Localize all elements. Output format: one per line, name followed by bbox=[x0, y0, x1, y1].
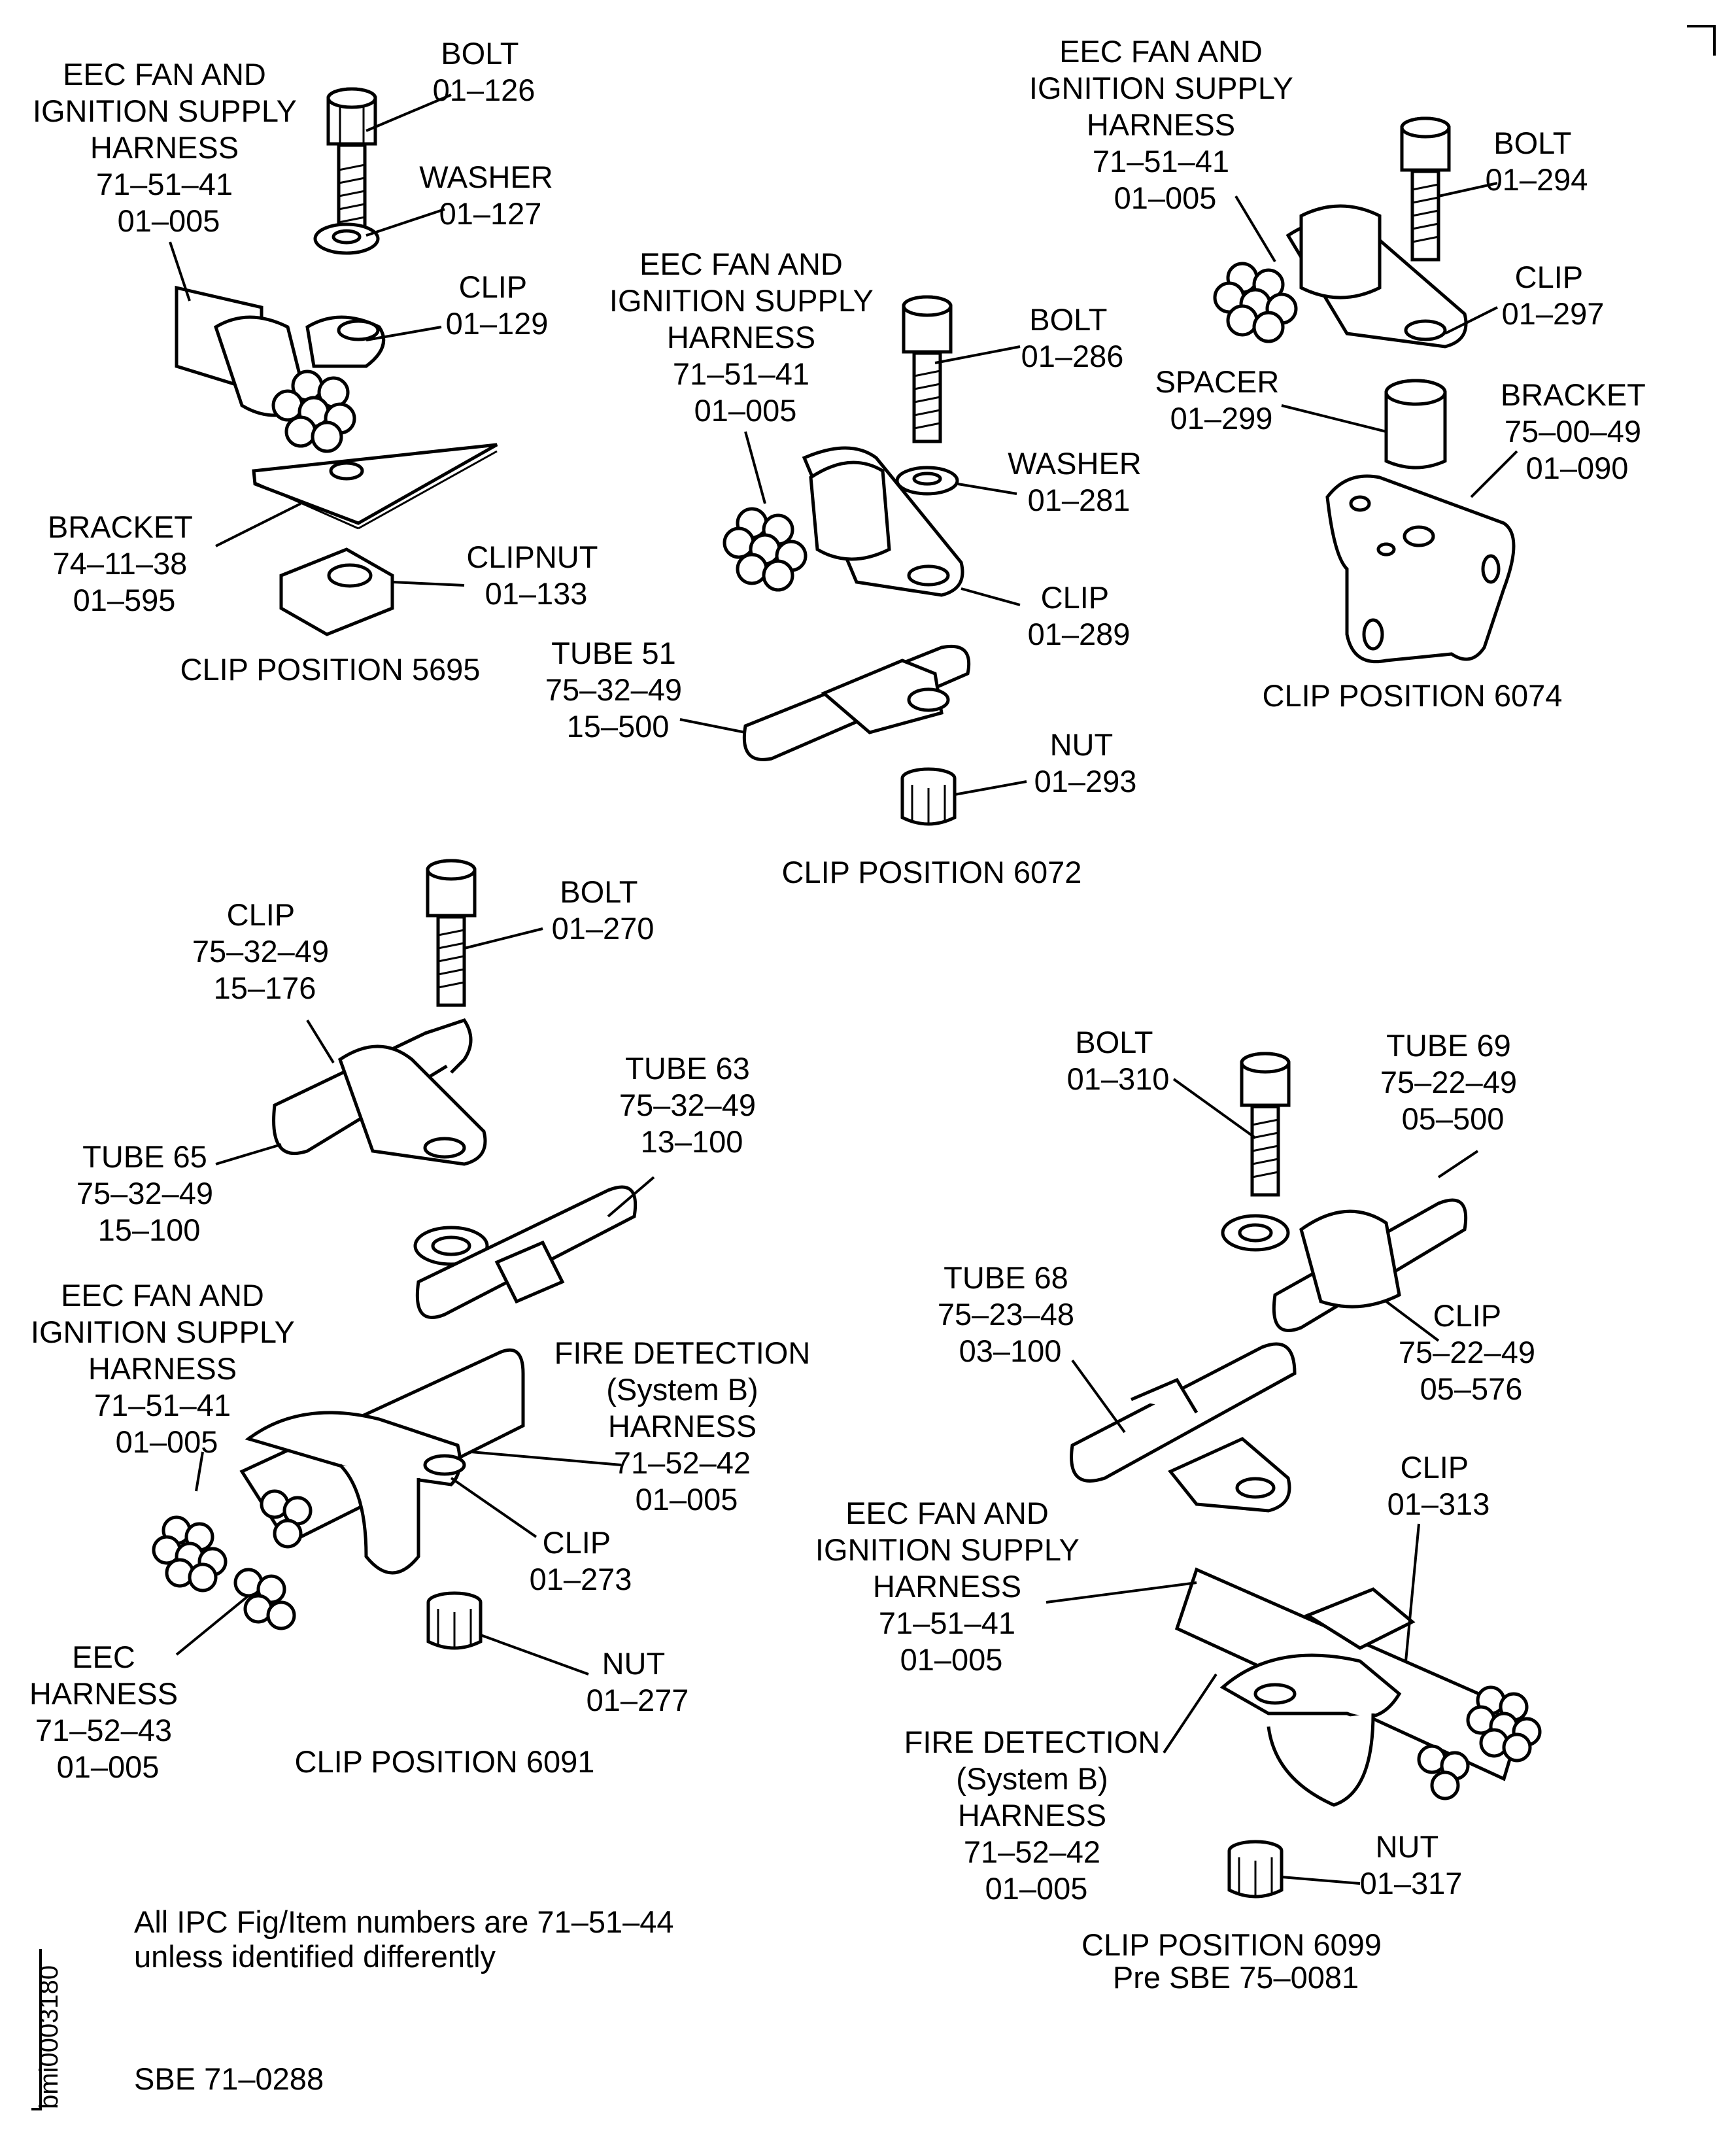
clipnut-5695 bbox=[279, 547, 394, 636]
harness-clip-6072 bbox=[723, 446, 964, 597]
tube69-clip-6099 bbox=[1221, 1198, 1468, 1332]
label-5695-clipnut: CLIPNUT 01–133 bbox=[466, 540, 605, 611]
label-6091-clip-top: CLIP 75–32–49 15–176 bbox=[192, 897, 337, 1005]
label-6072-harness: EEC FAN AND IGNITION SUPPLY HARNESS 71–5… bbox=[609, 247, 881, 428]
label-6074-bracket: BRACKET 75–00–49 01–090 bbox=[1501, 377, 1654, 485]
label-5695-clip: CLIP 01–129 bbox=[446, 269, 549, 341]
label-5695-bolt: BOLT 01–126 bbox=[433, 36, 536, 107]
bolt-6091 bbox=[426, 859, 477, 1007]
title-6072: CLIP POSITION 6072 bbox=[782, 855, 1082, 889]
label-6091-harness: EEC FAN AND IGNITION SUPPLY HARNESS 71–5… bbox=[31, 1278, 303, 1459]
label-6072-washer: WASHER 01–281 bbox=[1008, 446, 1150, 517]
label-6099-nut: NUT 01–317 bbox=[1360, 1829, 1463, 1901]
harness-bundle-6099 bbox=[1174, 1567, 1542, 1807]
harness-clip-6074 bbox=[1213, 204, 1468, 349]
label-5695-bracket: BRACKET 74–11–38 01–595 bbox=[48, 509, 201, 617]
harness-bundle-6091 bbox=[152, 1348, 525, 1630]
bolt-6072 bbox=[902, 295, 953, 443]
clip-position-5695 bbox=[169, 87, 498, 636]
spacer-6074 bbox=[1384, 379, 1447, 470]
clip-position-6099 bbox=[1046, 1052, 1542, 1899]
label-6072-bolt: BOLT 01–286 bbox=[1021, 302, 1124, 373]
clip-position-6091 bbox=[152, 859, 655, 1676]
label-5695-washer: WASHER 01–127 bbox=[419, 160, 562, 231]
label-6099-clip: CLIP 01–313 bbox=[1387, 1450, 1490, 1521]
label-5695-harness: EEC FAN AND IGNITION SUPPLY HARNESS 71–5… bbox=[33, 57, 305, 238]
label-6091-bolt: BOLT 01–270 bbox=[552, 874, 655, 946]
labels: EEC FAN AND IGNITION SUPPLY HARNESS 71–5… bbox=[29, 34, 1654, 2110]
harness-clip-5695 bbox=[175, 285, 386, 453]
clip-position-6072 bbox=[679, 295, 1027, 826]
footer-note: All IPC Fig/Item numbers are 71–51–44 un… bbox=[134, 1904, 683, 1974]
label-6074-bolt: BOLT 01–294 bbox=[1486, 126, 1588, 197]
clip-position-6074 bbox=[1213, 116, 1518, 664]
label-6072-clip: CLIP 01–289 bbox=[1028, 580, 1131, 651]
nut-6099 bbox=[1227, 1840, 1284, 1899]
label-6099-bolt: BOLT 01–310 bbox=[1067, 1025, 1170, 1096]
label-6074-spacer: SPACER 01–299 bbox=[1155, 364, 1288, 436]
title-6091: CLIP POSITION 6091 bbox=[295, 1744, 595, 1779]
bolt-5695 bbox=[326, 87, 377, 239]
label-6099-harness: EEC FAN AND IGNITION SUPPLY HARNESS 71–5… bbox=[815, 1496, 1087, 1677]
title-5695: CLIP POSITION 5695 bbox=[180, 652, 481, 687]
label-6074-harness: EEC FAN AND IGNITION SUPPLY HARNESS 71–5… bbox=[1029, 34, 1301, 215]
image-id-mark bbox=[31, 1949, 42, 2110]
tube-68 bbox=[1070, 1342, 1297, 1513]
tube-51 bbox=[742, 644, 971, 761]
tube65-clip-6091 bbox=[272, 1018, 487, 1166]
label-6074-clip: CLIP 01–297 bbox=[1502, 260, 1605, 331]
label-6091-fire: FIRE DETECTION (System B) HARNESS 71–52–… bbox=[554, 1335, 819, 1517]
label-6099-tube68: TUBE 68 75–23–48 03–100 bbox=[938, 1260, 1083, 1368]
nut-6072 bbox=[900, 767, 957, 826]
label-6091-nut: NUT 01–277 bbox=[587, 1646, 689, 1717]
title-6099: CLIP POSITION 6099 Pre SBE 75–0081 bbox=[1081, 1927, 1390, 1995]
image-id: bmi0003180 bbox=[35, 1965, 63, 2109]
bracket-6074 bbox=[1325, 474, 1516, 664]
footer-sbe: SBE 71–0288 bbox=[134, 2061, 324, 2096]
label-6099-clip-top: CLIP 75–22–49 05–576 bbox=[1399, 1298, 1544, 1406]
corner-mark bbox=[1687, 25, 1716, 56]
label-6099-tube69: TUBE 69 75–22–49 05–500 bbox=[1380, 1028, 1525, 1136]
bolt-6074 bbox=[1400, 116, 1451, 262]
label-6099-fire: FIRE DETECTION (System B) HARNESS 71–52–… bbox=[904, 1725, 1169, 1906]
bolt-6099 bbox=[1240, 1052, 1291, 1197]
label-6072-nut: NUT 01–293 bbox=[1034, 727, 1137, 799]
nut-6091 bbox=[426, 1591, 483, 1650]
tube-63 bbox=[413, 1185, 638, 1319]
title-6074: CLIP POSITION 6074 bbox=[1263, 678, 1563, 713]
label-6091-tube63: TUBE 63 75–32–49 13–100 bbox=[619, 1051, 764, 1159]
label-6072-tube: TUBE 51 75–32–49 15–500 bbox=[545, 636, 690, 744]
label-6091-clip: CLIP 01–273 bbox=[530, 1525, 632, 1596]
label-6091-eec: EEC HARNESS 71–52–43 01–005 bbox=[29, 1640, 186, 1784]
bracket-5695 bbox=[252, 443, 498, 525]
label-6091-tube65: TUBE 65 75–32–49 15–100 bbox=[77, 1139, 222, 1247]
